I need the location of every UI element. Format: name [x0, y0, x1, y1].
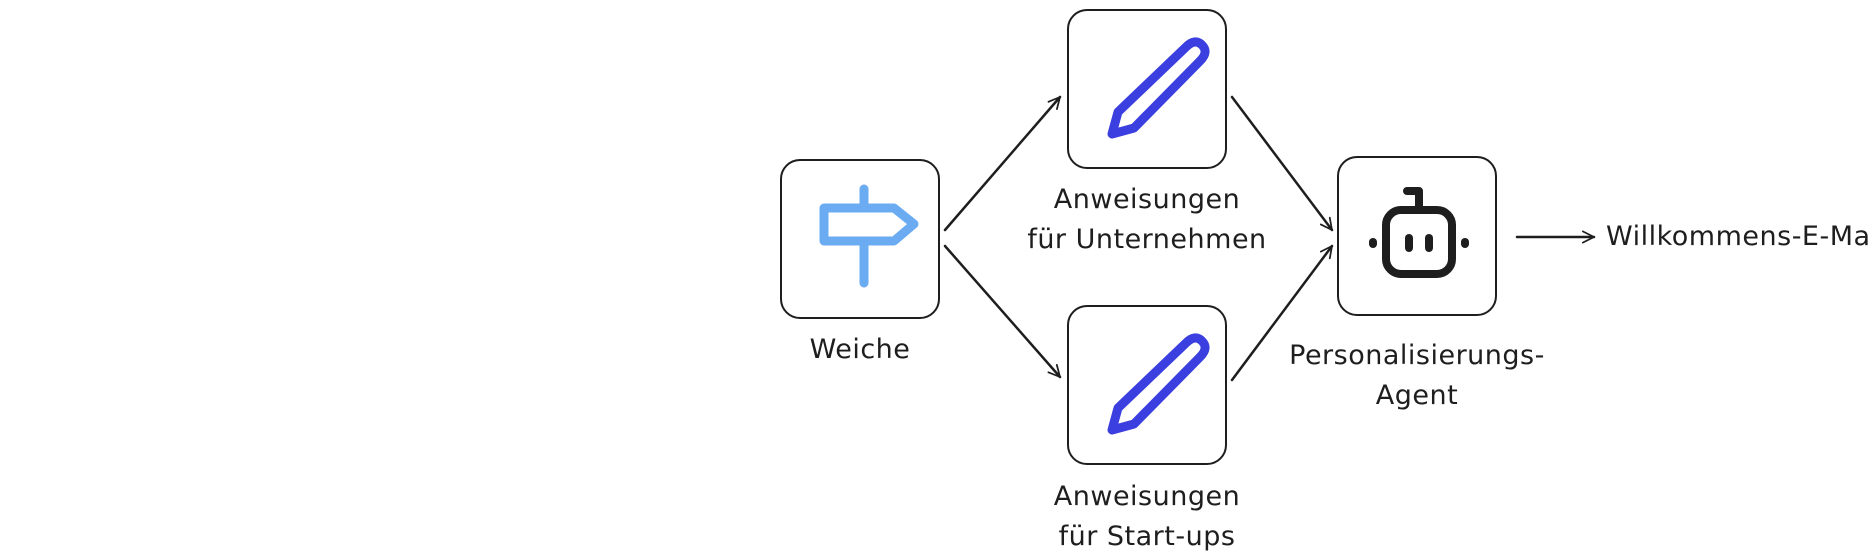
startup-label-line1: Anweisungen	[1053, 481, 1241, 512]
switch-label: Weiche	[760, 330, 960, 370]
welcome-email-output: Willkommens-E-Mail	[1606, 217, 1873, 257]
enterprise-label-line1: Anweisungen	[1053, 184, 1241, 215]
personalization-agent-node[interactable]	[1337, 156, 1497, 316]
signpost-icon	[819, 184, 919, 288]
pencil-icon	[1107, 333, 1210, 435]
startup-instructions-node[interactable]	[1067, 305, 1227, 465]
enterprise-instructions-node[interactable]	[1067, 9, 1227, 169]
enterprise-instructions-label: Anweisungen für Unternehmen	[997, 180, 1297, 260]
agent-label-line2: Agent	[1375, 380, 1459, 411]
enterprise-label-line2: für Unternehmen	[1027, 224, 1267, 255]
robot-icon	[1369, 187, 1469, 278]
startup-instructions-label: Anweisungen für Start-ups	[997, 477, 1297, 557]
arrow-switch-to-startup	[943, 244, 1062, 379]
arrow-enterprise-to-agent	[1230, 95, 1334, 232]
startup-label-line2: für Start-ups	[1058, 521, 1236, 552]
agent-label-line1: Personalisierungs-	[1289, 340, 1545, 371]
personalization-agent-label: Personalisierungs- Agent	[1267, 336, 1567, 416]
switch-node[interactable]	[780, 159, 940, 319]
output-label-text: Willkommens-E-Mail	[1606, 221, 1873, 252]
arrow-switch-to-enterprise	[943, 95, 1062, 232]
pencil-icon	[1107, 37, 1210, 139]
arrow-startup-to-agent	[1230, 244, 1334, 382]
switch-label-text: Weiche	[809, 334, 911, 365]
